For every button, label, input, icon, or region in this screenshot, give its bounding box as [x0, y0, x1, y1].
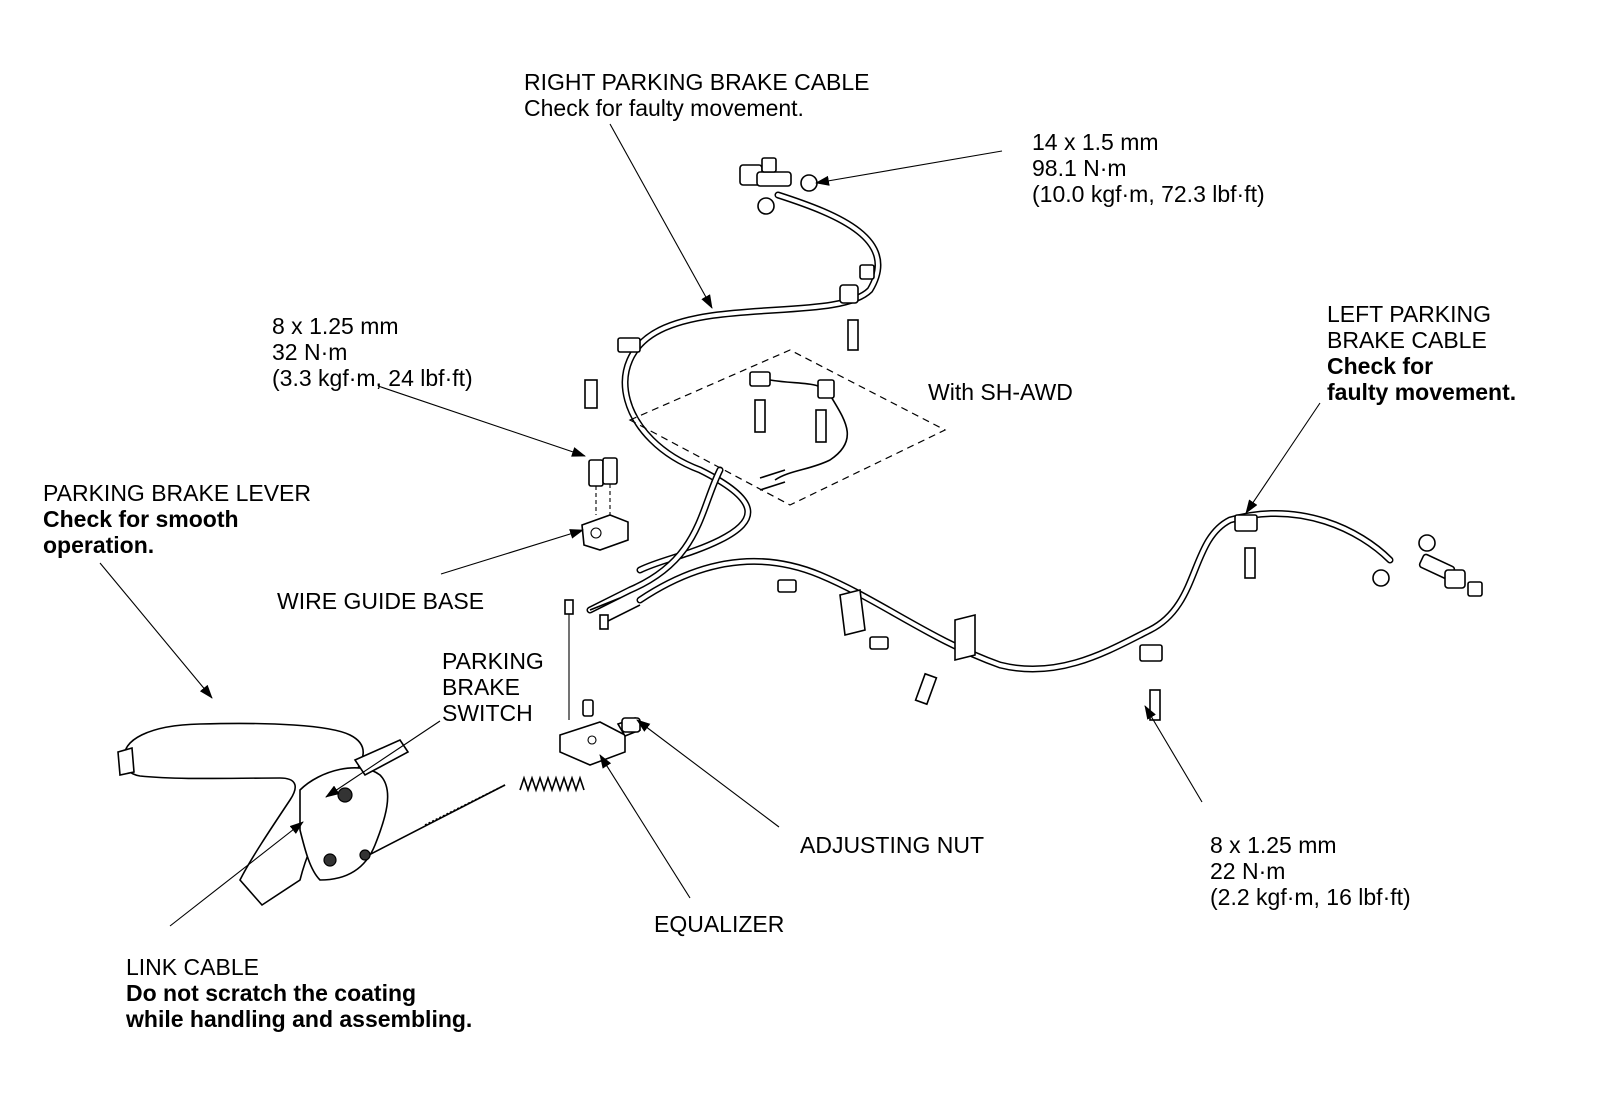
lever-title: PARKING BRAKE LEVER — [43, 480, 311, 506]
left-cable-label: LEFT PARKING BRAKE CABLE Check for fault… — [1327, 301, 1516, 405]
torque-14-kgf: (10.0 kgf·m, 72.3 lbf·ft) — [1032, 181, 1265, 207]
right-cable-note: Check for faulty movement. — [524, 95, 804, 121]
right-parking-brake-cable — [586, 191, 882, 614]
torque-8-32-size: 8 x 1.25 mm — [272, 313, 399, 339]
equalizer-label: EQUALIZER — [654, 911, 785, 937]
sh-awd-dashed-box — [628, 349, 947, 506]
right-cable-title: RIGHT PARKING BRAKE CABLE — [524, 69, 870, 95]
right-cable-end-bracket — [617, 157, 875, 353]
torque-8-22-size: 8 x 1.25 mm — [1210, 832, 1337, 858]
torque-8-22-kgf: (2.2 kgf·m, 16 lbf·ft) — [1210, 884, 1411, 910]
sh-awd-label: With SH-AWD — [928, 379, 1073, 405]
torque-spec-8mm-32: 8 x 1.25 mm 32 N·m (3.3 kgf·m, 24 lbf·ft… — [272, 313, 473, 391]
left-cable-brackets — [777, 514, 1258, 721]
adjusting-nut-label: ADJUSTING NUT — [800, 832, 984, 858]
link-spring — [519, 775, 585, 793]
leader-arrows — [99, 123, 1321, 927]
torque-spec-8mm-22: 8 x 1.25 mm 22 N·m (2.2 kgf·m, 16 lbf·ft… — [1210, 832, 1411, 910]
link-cable-title: LINK CABLE — [126, 954, 259, 980]
left-cable-title-1: LEFT PARKING — [1327, 301, 1492, 327]
torque-8-32-nm: 32 N·m — [272, 339, 348, 365]
torque-14-nm: 98.1 N·m — [1032, 155, 1127, 181]
switch-line-3: SWITCH — [442, 700, 533, 726]
torque-spec-14mm: 14 x 1.5 mm 98.1 N·m (10.0 kgf·m, 72.3 l… — [1032, 129, 1265, 207]
torque-8-22-nm: 22 N·m — [1210, 858, 1286, 884]
left-cable-note-1: Check for — [1327, 353, 1434, 379]
lever-note-1: Check for smooth — [43, 506, 239, 532]
parking-brake-lever-label: PARKING BRAKE LEVER Check for smooth ope… — [43, 480, 311, 558]
torque-8-32-kgf: (3.3 kgf·m, 24 lbf·ft) — [272, 365, 473, 391]
bolts-right — [584, 379, 618, 487]
link-cable-note-2: while handling and assembling. — [126, 1006, 473, 1032]
switch-line-2: BRAKE — [442, 674, 520, 700]
switch-line-1: PARKING — [442, 648, 544, 674]
left-cable-title-2: BRAKE CABLE — [1327, 327, 1487, 353]
link-cable-note-1: Do not scratch the coating — [126, 980, 417, 1006]
lever-note-2: operation. — [43, 532, 155, 558]
cable-ends — [564, 597, 641, 720]
left-parking-brake-cable — [636, 510, 1394, 673]
wire-guide-base-part — [581, 484, 629, 551]
wire-guide-base-label: WIRE GUIDE BASE — [277, 588, 485, 614]
link-cable-label: LINK CABLE Do not scratch the coating wh… — [126, 954, 472, 1032]
right-cable-label: RIGHT PARKING BRAKE CABLE Check for faul… — [524, 69, 870, 121]
parking-brake-switch-label: PARKING BRAKE SWITCH — [442, 648, 544, 726]
parking-brake-lever-part — [117, 722, 410, 907]
left-cable-note-2: faulty movement. — [1327, 379, 1517, 405]
left-cable-end-bracket — [1372, 534, 1483, 597]
torque-14-size: 14 x 1.5 mm — [1032, 129, 1159, 155]
